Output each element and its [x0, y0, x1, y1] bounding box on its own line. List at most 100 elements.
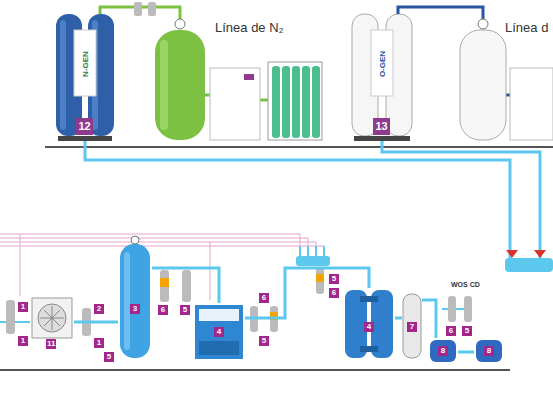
- cylinder-bank: [292, 66, 300, 138]
- callout-number: 5: [180, 305, 190, 315]
- dryer-box: 4: [193, 303, 245, 359]
- callout-number: 8: [484, 346, 494, 356]
- refrigerated-dryer: [199, 341, 239, 355]
- callout-number: 2: [94, 304, 104, 314]
- callout-number: 5: [259, 336, 269, 346]
- outlet-manifold: [534, 250, 546, 258]
- cooler-box: 11: [30, 297, 74, 351]
- desiccant-dryer: [360, 346, 378, 352]
- callout-number: 11: [46, 339, 56, 349]
- filter: [160, 270, 169, 302]
- refrigerated-dryer: [195, 305, 243, 359]
- storage-tank: [430, 340, 456, 362]
- signal-line: [0, 234, 300, 246]
- line-filter: [134, 2, 142, 16]
- nitrogen-generator: [56, 14, 114, 141]
- booster-unit: [244, 74, 254, 80]
- platform: [0, 147, 553, 370]
- tank-box: 3: [118, 242, 152, 360]
- supply-pipe: [85, 136, 510, 258]
- filter: [316, 268, 324, 294]
- callout-number: 8: [438, 346, 448, 356]
- callout-number: 6: [446, 326, 456, 336]
- filter: [316, 274, 324, 282]
- callout-number: 1: [94, 338, 104, 348]
- generator-unit: O-GEN 13: [350, 14, 414, 142]
- nitrogen-generator: [58, 136, 112, 141]
- after-cooler: [40, 306, 64, 330]
- unit-name: O-GEN: [378, 51, 387, 77]
- oxygen-tank: [460, 30, 506, 140]
- oxygen-generator: [352, 14, 412, 141]
- air-receiver: [124, 252, 130, 350]
- unit-name: N-GEN: [81, 51, 90, 77]
- nitrogen-generator: [60, 20, 66, 130]
- distribution-manifold: [323, 246, 325, 256]
- callout-number: 12: [76, 118, 93, 135]
- refrigerated-dryer: [199, 309, 239, 321]
- nitrogen-tank: [155, 19, 205, 140]
- line-title: Línea d: [505, 20, 548, 35]
- callout-number: 13: [373, 118, 390, 135]
- refrigerated-dryer: [195, 305, 243, 359]
- separator-vessel: [403, 294, 421, 358]
- platform: [0, 369, 510, 371]
- cylinder-bank: [282, 66, 290, 138]
- distribution-manifold: [299, 246, 301, 256]
- callout-number: 6: [329, 288, 339, 298]
- callout-number: 3: [130, 304, 140, 314]
- oxygen-booster: [510, 68, 553, 140]
- air-receiver: [120, 236, 150, 358]
- device-label: WOS CD: [450, 281, 481, 288]
- oxygen-booster: [510, 68, 553, 140]
- distribution-manifold: [296, 256, 330, 266]
- filter: [464, 296, 472, 322]
- cylinder-bank: [268, 62, 322, 140]
- oxygen-generator: [371, 30, 393, 96]
- nitrogen-generator: [74, 30, 96, 96]
- line-title: Línea de N₂: [215, 20, 284, 35]
- signal-line: [20, 234, 21, 296]
- line-filter: [134, 2, 156, 16]
- pipe-connector: [458, 351, 474, 354]
- pipe-connector: [395, 317, 402, 320]
- air-receiver: [120, 244, 150, 358]
- oxygen-generator: [354, 136, 410, 141]
- storage-tank: [476, 340, 502, 362]
- signal-line: [210, 242, 211, 300]
- oxygen-line-pipe: [398, 7, 483, 22]
- line-filter: [148, 2, 156, 16]
- callout-number: 6: [259, 293, 269, 303]
- desiccant-dryer: [345, 290, 393, 358]
- oxygen-line-pipe: [506, 94, 510, 97]
- callout-number: 7: [407, 322, 417, 332]
- callout-number: 5: [104, 352, 114, 362]
- pipe-connector: [422, 300, 436, 338]
- pipe-connector: [152, 268, 219, 303]
- outlet-manifold: [506, 250, 518, 258]
- signal-line: [140, 238, 141, 240]
- oxygen-tank: [460, 19, 506, 140]
- outlet-manifold: [505, 250, 553, 272]
- distribution-manifold: [315, 246, 317, 256]
- filter: [6, 300, 15, 334]
- filter: [182, 270, 191, 302]
- pipe-connector: [245, 268, 369, 318]
- desiccant-dryer: [360, 296, 378, 302]
- generator-unit: N-GEN 12: [54, 14, 116, 142]
- distribution-manifold: [307, 246, 309, 256]
- vessel-box: 7: [402, 292, 422, 360]
- callout-number: 4: [364, 322, 374, 332]
- cylinder-bank: [268, 62, 322, 140]
- signal-line: [0, 246, 324, 247]
- platform: [45, 146, 553, 148]
- air-receiver: [131, 236, 139, 244]
- storage-tank: [430, 340, 502, 362]
- distribution-manifold: [296, 246, 330, 266]
- supply-pipe: [382, 136, 540, 258]
- callout-number: 1: [18, 336, 28, 346]
- after-cooler: [32, 298, 72, 338]
- oxygen-tank: [478, 19, 488, 29]
- separator-vessel: [403, 294, 421, 358]
